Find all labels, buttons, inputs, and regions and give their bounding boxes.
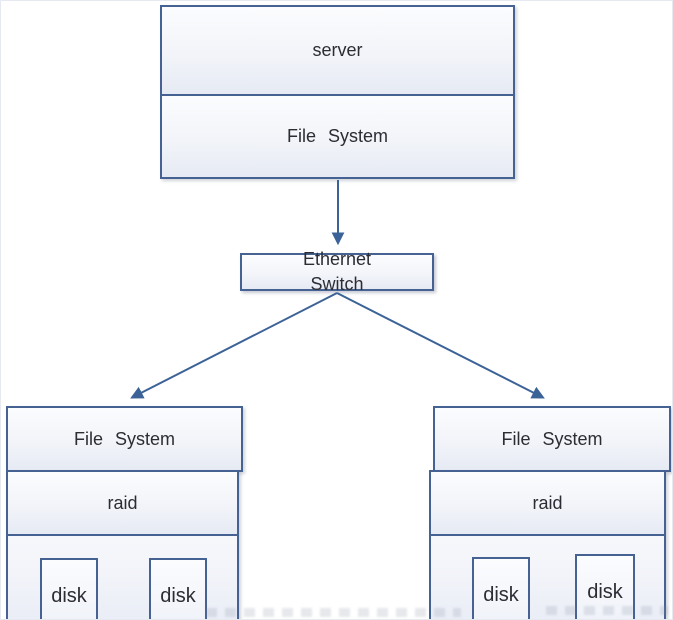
server-box: server File System xyxy=(160,5,515,179)
left-storage-filesystem-box: File System xyxy=(6,406,243,472)
server-label: server xyxy=(162,7,513,96)
disk-label: disk xyxy=(51,584,87,607)
right-raid-label: raid xyxy=(431,472,664,536)
right-filesystem-label: File System xyxy=(435,408,669,470)
left-storage-raid-box: raid disk disk xyxy=(6,470,239,619)
watermark xyxy=(206,608,461,617)
left-raid-label: raid xyxy=(8,472,237,536)
right-storage-filesystem-box: File System xyxy=(433,406,671,472)
disk-label: disk xyxy=(587,580,623,603)
right-storage-raid-box: raid disk disk xyxy=(429,470,666,619)
disk-box: disk xyxy=(575,554,635,619)
right-disk-area: disk disk xyxy=(431,536,664,619)
ethernet-switch-label: Ethernet Switch xyxy=(240,247,434,297)
arrow-switch-to-left-storage xyxy=(130,292,338,399)
ethernet-switch-box xyxy=(240,253,434,291)
disk-box: disk xyxy=(472,557,530,619)
disk-label: disk xyxy=(160,584,196,607)
ethernet-switch-line1: Ethernet xyxy=(302,249,372,269)
disk-box: disk xyxy=(149,558,207,619)
disk-box: disk xyxy=(40,558,98,619)
left-filesystem-label: File System xyxy=(8,408,241,470)
server-filesystem-label: File System xyxy=(162,96,513,177)
arrow-switch-to-right-storage xyxy=(336,292,545,399)
left-disk-area: disk disk xyxy=(8,536,237,619)
ethernet-switch-line2: Switch xyxy=(310,274,364,294)
disk-label: disk xyxy=(483,583,519,606)
